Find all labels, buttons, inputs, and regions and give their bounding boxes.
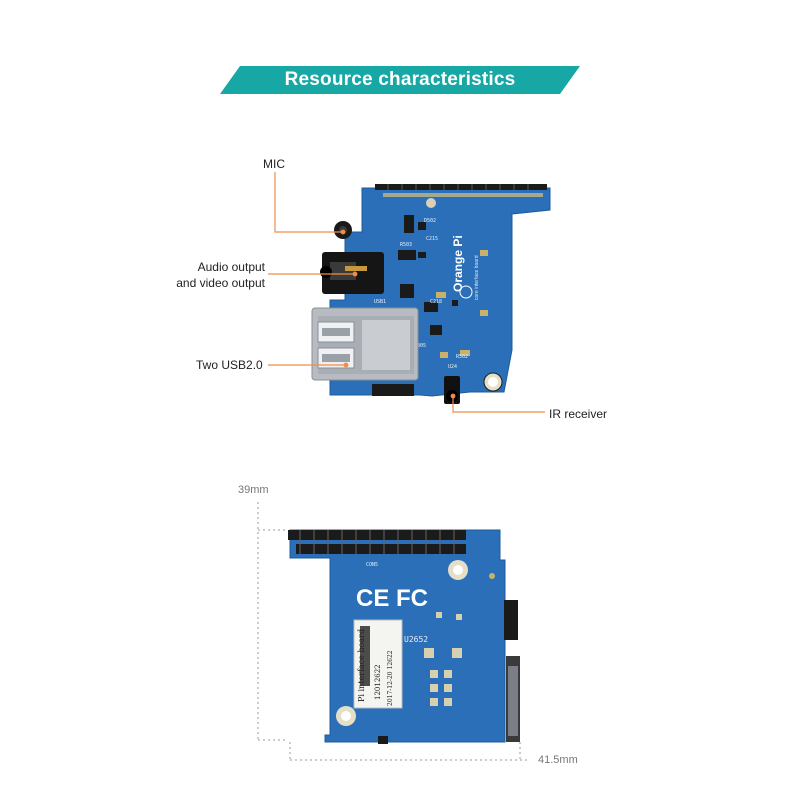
audio-jack [320,252,384,294]
smd-components [398,215,488,358]
silk-label: USB1 [374,299,386,305]
bottom-header-pins [288,530,466,554]
silk-label: D502 [424,218,436,224]
top-board: D502 C215 R503 C218 U24 USB1 C305 R502 O… [311,184,551,404]
callout-usb: Two USB2.0 [196,358,263,372]
section-banner: Resource characteristics [220,66,580,94]
top-header-pins [375,184,547,197]
callout-audio-line1: Audio output [197,260,265,274]
silk-label: C215 [426,236,438,242]
side-connector [504,600,518,640]
mount-hole [426,198,436,208]
board-logo: Orange Pi [451,235,465,292]
silk-label: C218 [430,299,442,305]
banner-parallelogram [220,66,580,94]
sticker-line1: 12012622 [374,664,382,700]
sticker-line2: 2017-12-20 12622 [387,650,394,706]
callout-line-ir [452,396,545,413]
callout-ir: IR receiver [549,407,608,421]
callout-line-mic [274,172,343,233]
ir-receiver-component [444,376,460,404]
bottom-board: CON5 CE FC Pi interface board 12012622 2… [288,529,520,744]
sticker-title: Pi interface board [357,629,366,702]
dimension-lines [257,502,530,761]
board-subtitle: core interface board [474,255,480,300]
callout-audio: Audio output and video output [160,259,265,291]
silk-label: U24 [448,364,457,370]
silk-label: U2652 [404,635,428,644]
silk-label: CON5 [366,562,378,568]
silk-label: R503 [400,242,412,248]
usb-connector [311,307,419,381]
callout-lines [268,172,545,413]
cert-marks: CE FC [356,585,428,612]
serial-sticker: Pi interface board 12012622 2017-12-20 1… [353,619,403,709]
callout-audio-line2: and video output [176,276,265,290]
silk-label: C305 [414,343,426,349]
solder-pads [424,612,462,706]
dimension-width: 41.5mm [538,754,578,766]
dimension-height: 39mm [238,484,269,496]
logo-emblem [459,285,473,299]
silk-label: R502 [456,354,468,360]
banner-title: Resource characteristics [284,69,516,90]
callout-mic: MIC [263,157,285,171]
